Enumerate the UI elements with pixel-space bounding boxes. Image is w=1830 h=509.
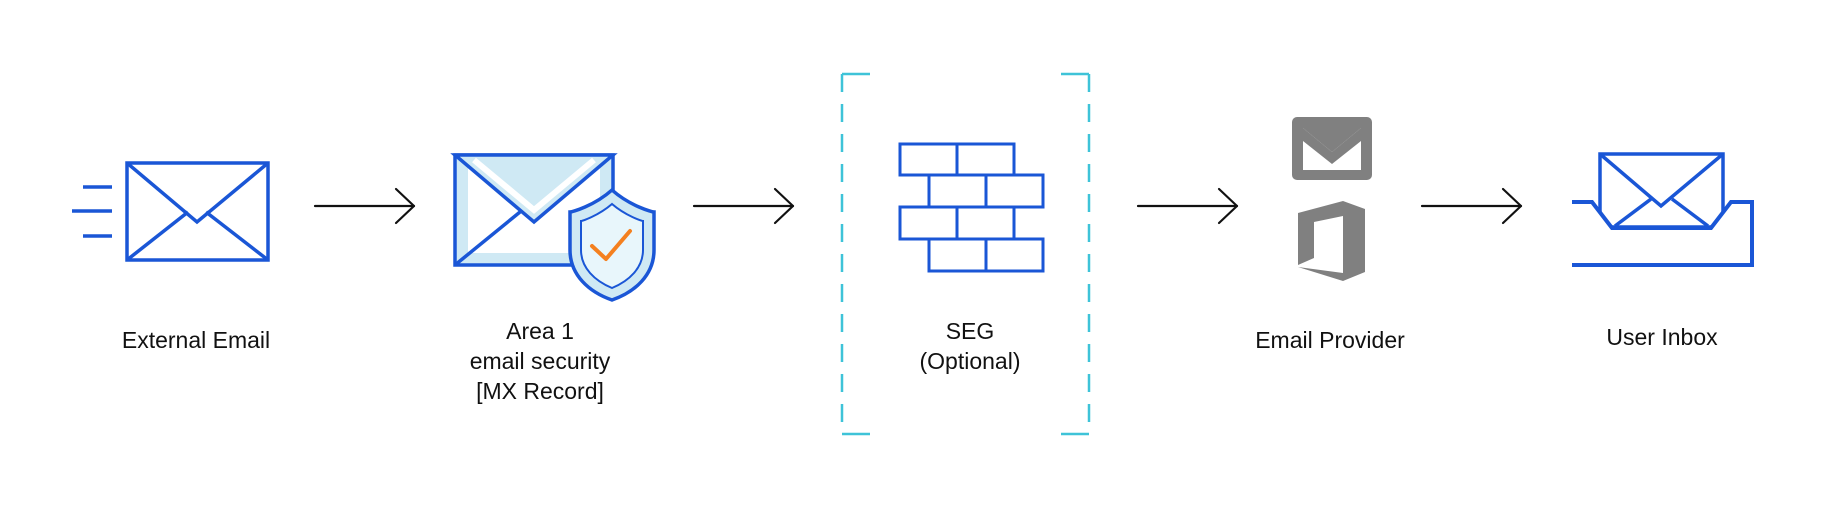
label-line: email security <box>469 348 611 374</box>
label-line: SEG <box>945 318 995 344</box>
envelope-fold-right <box>1670 197 1710 228</box>
label-sub: (Optional) <box>919 348 1021 374</box>
label-line: [MX Record] <box>476 378 604 404</box>
inbox-tray <box>1572 200 1754 267</box>
envelope-flap <box>1598 152 1725 209</box>
gmail-m <box>1303 128 1361 164</box>
brick <box>898 205 959 241</box>
brick <box>927 173 988 209</box>
envelope-fold-left <box>125 210 190 262</box>
envelope-shield-check-icon <box>450 153 656 302</box>
envelope-body <box>125 161 270 262</box>
label-line: Area 1 <box>506 318 574 344</box>
node-label-user-inbox: User Inbox <box>1562 322 1762 352</box>
brick <box>955 142 1016 177</box>
node-label-email-provider: Email Provider <box>1230 325 1430 355</box>
label-line: Email Provider <box>1255 327 1405 353</box>
envelope-flap <box>450 153 618 225</box>
gmail-inner <box>1303 128 1361 170</box>
brick <box>984 237 1045 273</box>
arrow-area1-to-seg <box>692 187 795 225</box>
envelope-flap <box>125 161 270 225</box>
arrow-external-to-area1 <box>313 187 416 225</box>
brick <box>898 142 959 177</box>
optional-bracket <box>840 72 1091 436</box>
node-label-external-email: External Email <box>96 325 296 355</box>
office-icon <box>1298 201 1365 281</box>
label-line: User Inbox <box>1606 324 1718 350</box>
node-label-area1: Area 1 email security [MX Record] <box>440 316 640 406</box>
brick <box>955 205 1016 241</box>
speeding-envelope-icon <box>72 161 270 262</box>
shield-inner <box>580 202 644 290</box>
gmail-icon <box>1292 117 1372 180</box>
firewall-brick-icon <box>898 142 1045 273</box>
envelope-fold-right <box>204 210 270 262</box>
arrow-seg-to-provider <box>1136 187 1239 225</box>
office-shape <box>1298 201 1365 281</box>
envelope-fold-left <box>453 210 522 267</box>
brick <box>927 237 988 273</box>
label-line: External Email <box>121 327 271 353</box>
node-label-seg: SEG (Optional) <box>875 316 1065 376</box>
brick <box>984 173 1045 209</box>
flow-arrows <box>313 187 1523 225</box>
check-icon <box>590 229 632 261</box>
envelope-flap-highlight <box>472 157 596 214</box>
gmail-office-icon <box>1292 117 1372 281</box>
envelope-body <box>1598 152 1725 229</box>
arrow-provider-to-inbox <box>1420 187 1523 225</box>
envelope-fold-left <box>1613 197 1653 228</box>
inbox-tray-icon <box>1572 152 1754 267</box>
